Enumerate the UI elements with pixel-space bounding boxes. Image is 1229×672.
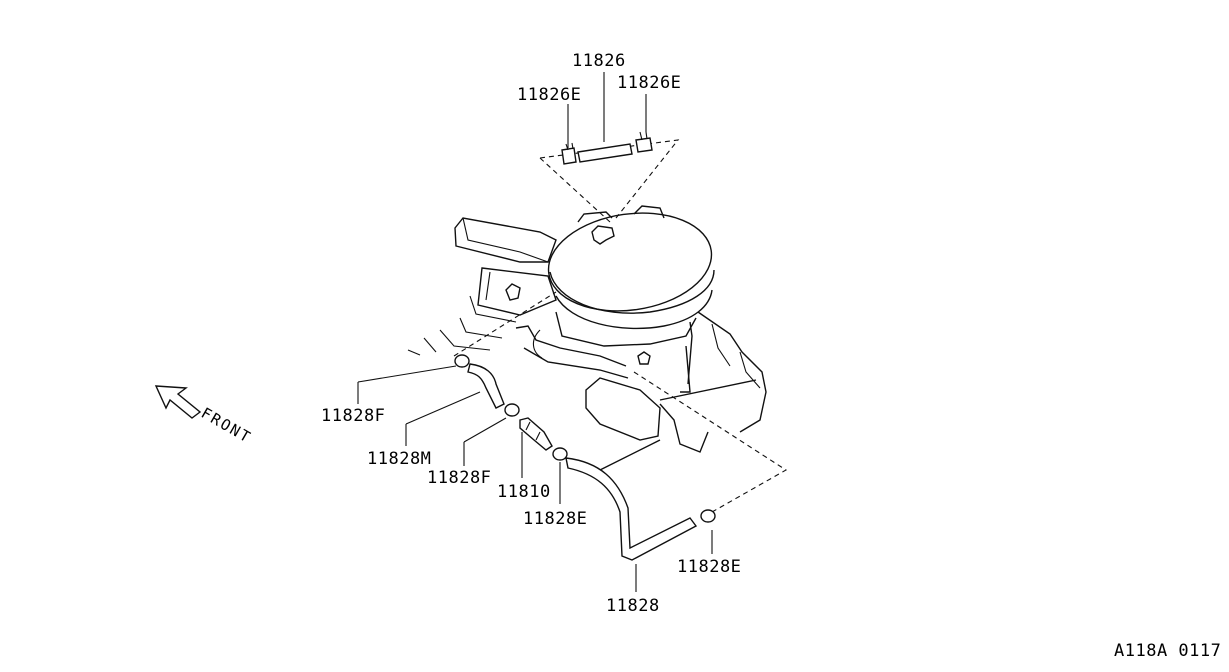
lower-hose-assembly — [453, 291, 788, 561]
label-11828f-lower: 11828F — [427, 468, 491, 488]
front-arrow-icon — [154, 385, 202, 419]
label-11828e-right: 11828E — [677, 557, 741, 577]
label-11810: 11810 — [497, 482, 551, 502]
leader-lines — [357, 72, 713, 592]
label-11826: 11826 — [572, 51, 626, 71]
top-hose-assembly — [539, 131, 680, 223]
figure-code: A118A 0117 — [1114, 641, 1221, 661]
label-11828f-upper: 11828F — [321, 406, 385, 426]
front-label: FRONT — [198, 404, 255, 447]
label-11828m: 11828M — [367, 449, 431, 469]
label-11828: 11828 — [606, 596, 660, 616]
label-11826e-right: 11826E — [617, 73, 681, 93]
label-11828e-mid: 11828E — [523, 509, 587, 529]
engine-block — [407, 205, 767, 471]
label-11826e-left: 11826E — [517, 85, 581, 105]
